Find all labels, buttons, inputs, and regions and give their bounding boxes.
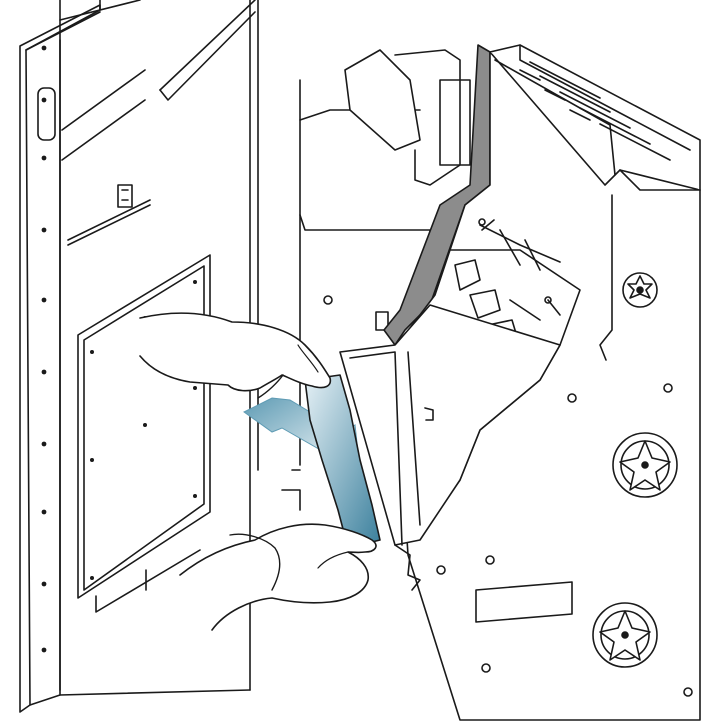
door-clip [117, 184, 133, 208]
access-panel [77, 254, 211, 613]
right-unit [394, 44, 701, 721]
door-latch [37, 87, 56, 141]
door-rivets [41, 45, 47, 653]
machine-interior [281, 49, 471, 511]
knob-icon [592, 602, 658, 668]
jammed-paper-icon [304, 374, 381, 549]
knob-icon [612, 432, 678, 498]
knob-icon [622, 272, 658, 308]
transfer-guide-flap [339, 304, 561, 591]
left-hand-icon [139, 312, 332, 392]
